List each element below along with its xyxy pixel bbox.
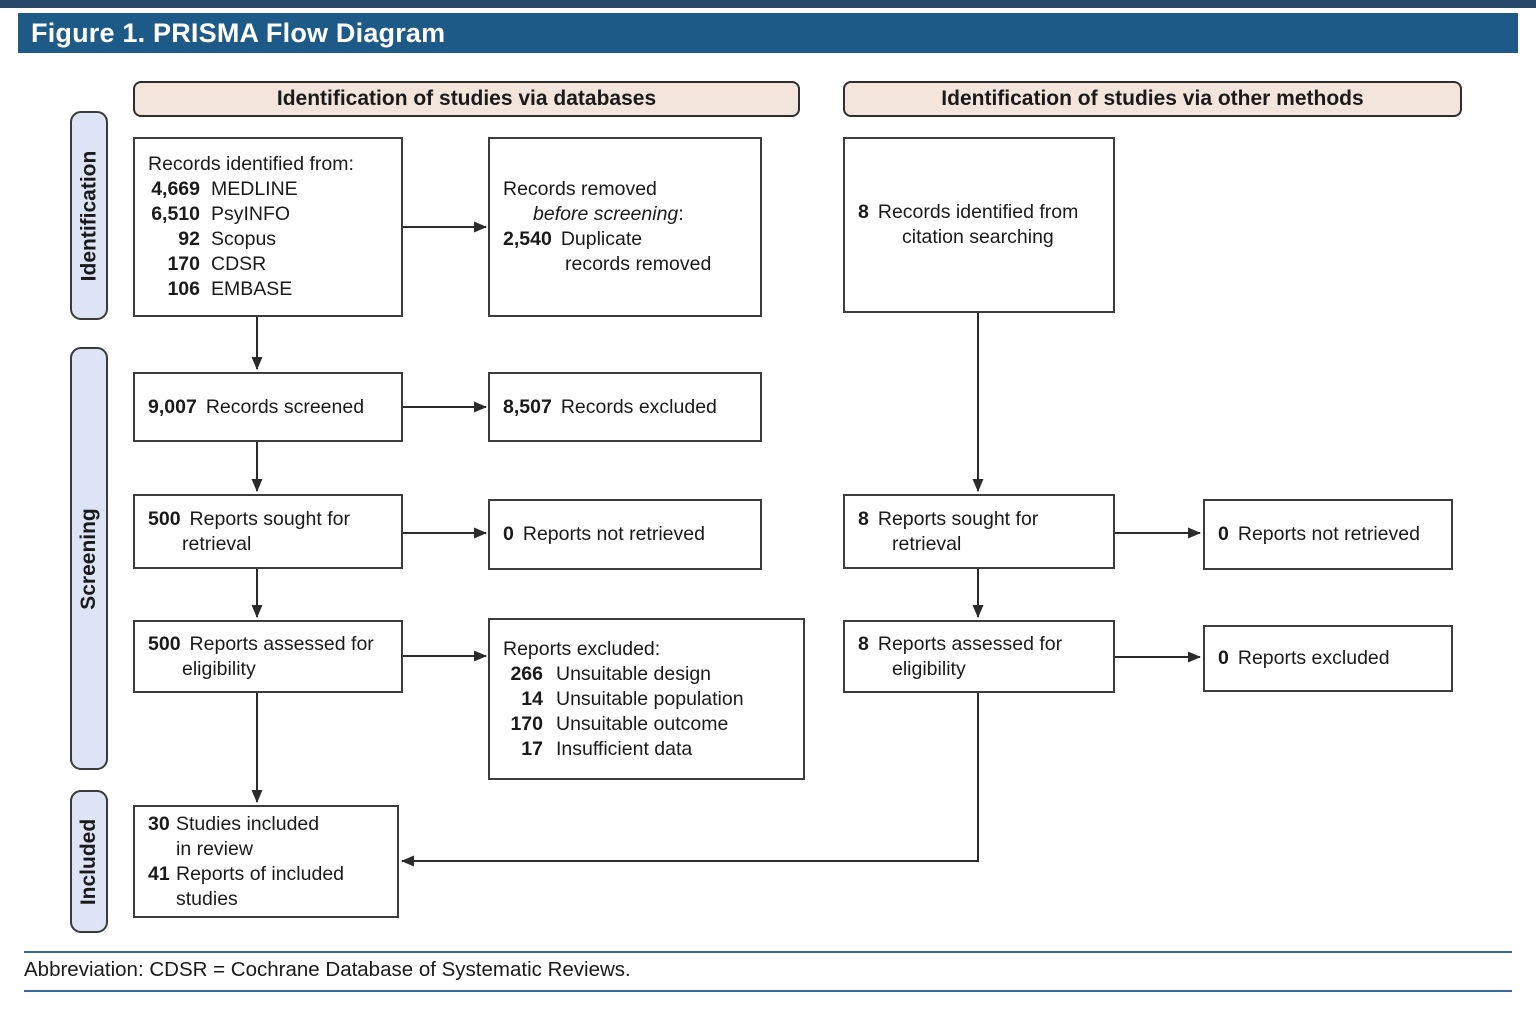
- box-line: 500 Reports assessed for: [148, 632, 374, 655]
- box-title: Reports excluded:: [503, 637, 661, 660]
- count: 106: [167, 278, 200, 300]
- stage-label: Included: [77, 818, 100, 905]
- included-row: 41 Reports of included studies: [148, 862, 387, 912]
- count: 92: [178, 228, 200, 250]
- box-line: records removed: [565, 253, 712, 275]
- column-header-other-methods: Identification of studies via other meth…: [843, 81, 1462, 117]
- count: 17: [521, 737, 543, 760]
- box-records-screened: 9,007 Records screened: [133, 372, 403, 442]
- exclusion-row: 266 Unsuitable design: [503, 662, 793, 687]
- count: 0: [1218, 523, 1229, 545]
- count: 30: [148, 812, 170, 835]
- stage-label: Screening: [77, 507, 101, 610]
- included-text: Reports of included studies: [176, 862, 345, 910]
- box-records-citation: 8 Records identified from citation searc…: [843, 137, 1115, 313]
- reason-label: Insufficient data: [556, 737, 693, 760]
- box-records-identified: Records identified from: 4,669 MEDLINE 6…: [133, 137, 403, 317]
- box-studies-included: 30 Studies included in review 41 Reports…: [133, 805, 399, 918]
- box-reports-excluded-other: 0 Reports excluded: [1203, 625, 1453, 692]
- box-line: 0 Reports not retrieved: [1218, 523, 1420, 545]
- count: 8: [858, 507, 869, 530]
- exclusion-row: 17 Insufficient data: [503, 737, 793, 762]
- box-line: citation searching: [902, 226, 1054, 248]
- reason-label: Unsuitable design: [556, 662, 712, 685]
- box-line: 500 Reports sought for: [148, 507, 350, 530]
- box-title: Records identified from:: [148, 153, 354, 175]
- top-border-strip: [0, 0, 1536, 8]
- box-line: 8,507 Records excluded: [503, 395, 717, 418]
- db-count-row: 6,510 PsyINFO: [148, 202, 391, 227]
- count: 500: [148, 507, 181, 530]
- count: 266: [510, 662, 543, 685]
- exclusion-row: 14 Unsuitable population: [503, 687, 793, 712]
- count: 0: [1218, 647, 1229, 669]
- box-line: retrieval: [182, 532, 252, 555]
- count: 8: [858, 632, 869, 655]
- box-line: eligibility: [182, 657, 256, 680]
- box-line: 8 Reports assessed for: [858, 632, 1063, 655]
- count: 6,510: [151, 203, 200, 225]
- box-reports-assessed-db: 500 Reports assessed for eligibility: [133, 620, 403, 693]
- db-label: EMBASE: [211, 278, 293, 300]
- box-reports-excluded-detail: Reports excluded: 266 Unsuitable design …: [488, 618, 805, 780]
- box-line: eligibility: [892, 657, 966, 680]
- footer-rule-top: [24, 951, 1512, 953]
- count: 2,540: [503, 228, 552, 250]
- db-label: CDSR: [211, 253, 267, 275]
- stage-screening: Screening: [70, 347, 108, 770]
- box-line: 0 Reports not retrieved: [503, 523, 705, 545]
- box-reports-assessed-other: 8 Reports assessed for eligibility: [843, 620, 1115, 693]
- included-text: Studies included in review: [176, 812, 320, 860]
- figure-title: Figure 1. PRISMA Flow Diagram: [31, 17, 446, 48]
- db-count-row: 4,669 MEDLINE: [148, 177, 391, 202]
- count: 14: [521, 687, 543, 710]
- stage-label: Identification: [77, 150, 101, 281]
- reason-label: Unsuitable population: [556, 687, 744, 710]
- exclusion-row: 170 Unsuitable outcome: [503, 712, 793, 737]
- count: 0: [503, 523, 514, 545]
- box-line: 8 Records identified from: [858, 201, 1079, 223]
- reason-label: Unsuitable outcome: [556, 712, 729, 735]
- count: 9,007: [148, 395, 197, 418]
- stage-identification: Identification: [70, 111, 108, 320]
- box-reports-not-retrieved-other: 0 Reports not retrieved: [1203, 499, 1453, 570]
- included-row: 30 Studies included in review: [148, 812, 387, 862]
- db-count-row: 106 EMBASE: [148, 277, 391, 302]
- column-header-label: Identification of studies via other meth…: [941, 87, 1364, 110]
- db-label: MEDLINE: [211, 178, 298, 200]
- box-reports-not-retrieved-db: 0 Reports not retrieved: [488, 499, 762, 570]
- box-line: before screening:: [533, 203, 684, 225]
- count: 8: [858, 201, 869, 223]
- box-reports-sought-db: 500 Reports sought for retrieval: [133, 494, 403, 569]
- column-header-databases: Identification of studies via databases: [133, 81, 800, 117]
- column-header-label: Identification of studies via databases: [276, 87, 657, 110]
- count: 8,507: [503, 395, 552, 418]
- count: 41: [148, 862, 170, 885]
- figure-title-bar: Figure 1. PRISMA Flow Diagram: [18, 13, 1518, 53]
- box-line: retrieval: [892, 532, 962, 555]
- count: 170: [510, 712, 543, 735]
- box-line: Records removed: [503, 178, 657, 200]
- count: 500: [148, 632, 181, 655]
- italic-phrase: before screening: [533, 203, 679, 225]
- footer-rule-bottom: [24, 990, 1512, 992]
- db-count-row: 92 Scopus: [148, 227, 391, 252]
- box-line: 9,007 Records screened: [148, 395, 365, 418]
- stage-included: Included: [70, 790, 108, 933]
- box-line: 0 Reports excluded: [1218, 647, 1390, 669]
- abbreviation-note: Abbreviation: CDSR = Cochrane Database o…: [24, 958, 631, 981]
- count: 4,669: [151, 178, 200, 200]
- db-label: Scopus: [211, 228, 277, 250]
- db-count-row: 170 CDSR: [148, 252, 391, 277]
- db-label: PsyINFO: [211, 203, 291, 225]
- box-reports-sought-other: 8 Reports sought for retrieval: [843, 494, 1115, 569]
- box-line: 8 Reports sought for: [858, 507, 1039, 530]
- box-records-excluded: 8,507 Records excluded: [488, 372, 762, 442]
- count: 170: [167, 253, 200, 275]
